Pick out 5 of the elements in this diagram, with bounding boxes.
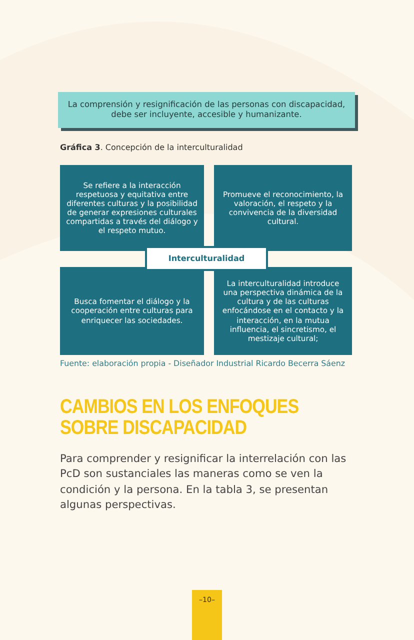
center-box: Interculturalidad — [145, 246, 268, 271]
body-paragraph: Para comprender y resignificar la interrelación con las PcD son sustanciales las maneras como se ven la condición y la persona. En la tabla 3, se presentan algunas perspectivas. — [60, 452, 348, 514]
section-heading: CAMBIOS EN LOS ENFOQUES SOBRE DISCAPACIDAD — [60, 397, 300, 439]
figure-caption: Gráfica 3. Concepción de la interculturalidad — [60, 143, 244, 154]
quote-box: La comprensión y resignificación de las personas con discapacidad, debe ser incluyente, accesible y humanizante. — [58, 92, 355, 128]
